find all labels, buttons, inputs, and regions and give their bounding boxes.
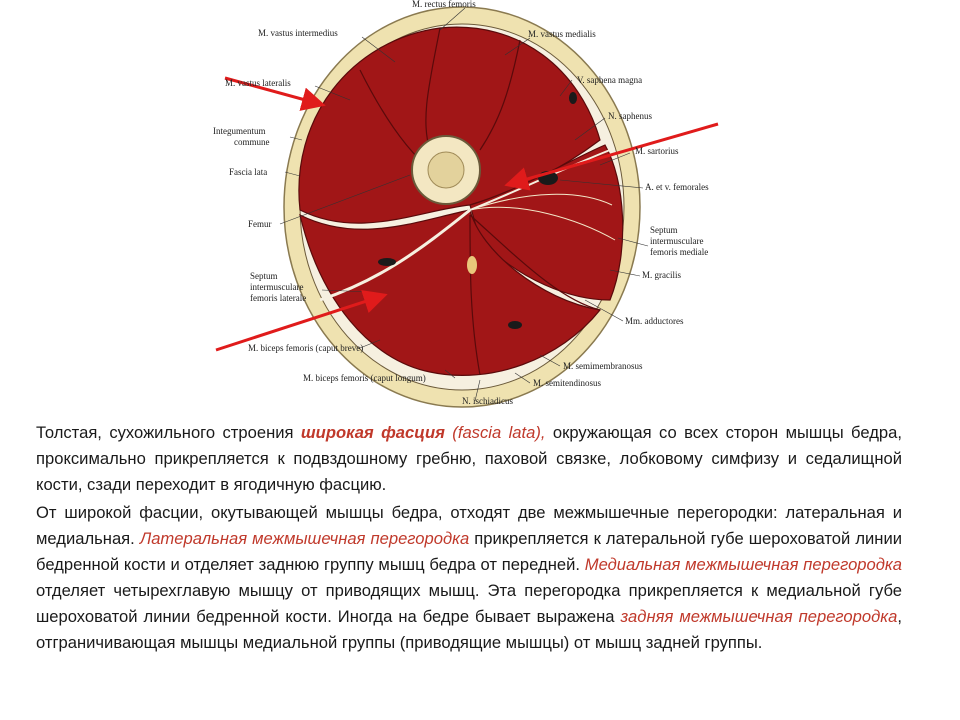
label-septum-mediale: Septum bbox=[650, 225, 678, 235]
label-sartorius: M. sartorius bbox=[635, 146, 679, 156]
label-femorales: A. et v. femorales bbox=[645, 182, 709, 192]
label-gracilis: M. gracilis bbox=[642, 270, 681, 280]
muscle-boundary-line bbox=[479, 39, 521, 151]
vessel-linea bbox=[467, 256, 477, 274]
p2-text-e: отделяет четырехглавую мышцу от приводящ… bbox=[36, 581, 902, 626]
arrow-fascia-lata bbox=[224, 76, 326, 111]
label-fascia-lata: Fascia lata bbox=[229, 167, 267, 177]
muscle-boundary-line bbox=[359, 69, 421, 161]
label-integumentum-commune: commune bbox=[234, 137, 270, 147]
muscle-boundary-line bbox=[469, 193, 613, 211]
label-adductores: Mm. adductores bbox=[625, 316, 684, 326]
label-septum-laterale-3: femoris laterale bbox=[250, 293, 306, 303]
label-integumentum: Integumentum bbox=[213, 126, 266, 136]
arrow-septum-lateral bbox=[215, 290, 388, 352]
sciatic-nerve bbox=[508, 321, 522, 329]
muscle-boundary-line bbox=[469, 206, 616, 241]
p2-text-a: От широкой фасции, окутывающей мышцы бед… bbox=[36, 503, 902, 548]
muscle-boundary-line bbox=[469, 214, 481, 376]
p2-text-g: , отграничивающая мышцы медиальной групп… bbox=[36, 607, 902, 652]
label-semimembranosus: M. semimembranosus bbox=[563, 361, 643, 371]
label-vastus-intermedius: M. vastus intermedius bbox=[258, 28, 338, 38]
muscle-posterior bbox=[299, 209, 602, 376]
arrow-septum-medial bbox=[504, 122, 719, 191]
label-semitendinosus: M. semitendinosus bbox=[533, 378, 601, 388]
muscle-boundary-line bbox=[469, 214, 601, 311]
label-septum-mediale-2: intermusculare bbox=[650, 236, 703, 246]
paragraph-septa: От широкой фасции, окутывающей мышцы бед… bbox=[36, 500, 902, 656]
label-septum-laterale-2: intermusculare bbox=[250, 282, 303, 292]
label-saphenus: N. saphenus bbox=[608, 111, 652, 121]
septum-lateral-line bbox=[319, 208, 471, 302]
term-septum-mediale: Медиальная межмышечная перегородка bbox=[584, 555, 902, 574]
muscle-boundary-line bbox=[425, 27, 441, 151]
term-septum-laterale: Латеральная межмышечная перегородка bbox=[139, 529, 470, 548]
p1-text-d: окружающая со всех сторон мышцы бедра, п… bbox=[36, 423, 902, 494]
label-septum-mediale-3: femoris mediale bbox=[650, 247, 708, 257]
label-biceps-longum: M. biceps femoris (caput longum) bbox=[303, 373, 426, 383]
femur-marrow bbox=[427, 151, 465, 189]
thigh-cross-section-figure: M. rectus femoris M. vastus intermedius … bbox=[213, 0, 719, 408]
label-vastus-lateralis: M. vastus lateralis bbox=[225, 78, 291, 88]
p2-text-c: прикрепляется к латеральной губе шерохов… bbox=[36, 529, 902, 574]
label-saphena-magna: V. saphena magna bbox=[577, 75, 642, 85]
term-fascia-lata: широкая фасция bbox=[300, 423, 445, 442]
term-septum-posterius: задняя межмышечная перегородка bbox=[620, 607, 898, 626]
label-septum-laterale: Septum bbox=[250, 271, 278, 281]
saphena-vein bbox=[569, 92, 577, 104]
p1-text-a: Толстая, сухожильного строения bbox=[36, 423, 301, 442]
label-femur: Femur bbox=[248, 219, 272, 229]
label-vastus-medialis: M. vastus medialis bbox=[528, 29, 596, 39]
term-fascia-lata-latin: (fascia lata), bbox=[444, 423, 546, 442]
label-biceps-breve: M. biceps femoris (caput breve) bbox=[248, 343, 363, 353]
vessel-posterior bbox=[378, 258, 396, 266]
label-rectus-femoris: M. rectus femoris bbox=[412, 0, 476, 9]
label-ischiadicus: N. ischiadicus bbox=[462, 396, 513, 406]
paragraph-fascia-lata: Толстая, сухожильного строения широкая ф… bbox=[36, 420, 902, 498]
